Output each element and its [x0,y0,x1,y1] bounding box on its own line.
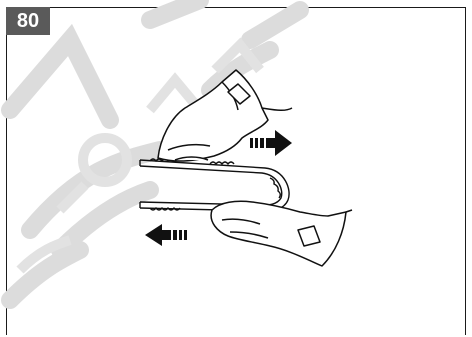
arrow-right-icon [250,130,292,156]
lower-glove-hand [211,201,352,266]
arrow-left-icon [145,224,187,246]
watermark [10,0,300,300]
figure-number-badge: 80 [6,7,50,35]
